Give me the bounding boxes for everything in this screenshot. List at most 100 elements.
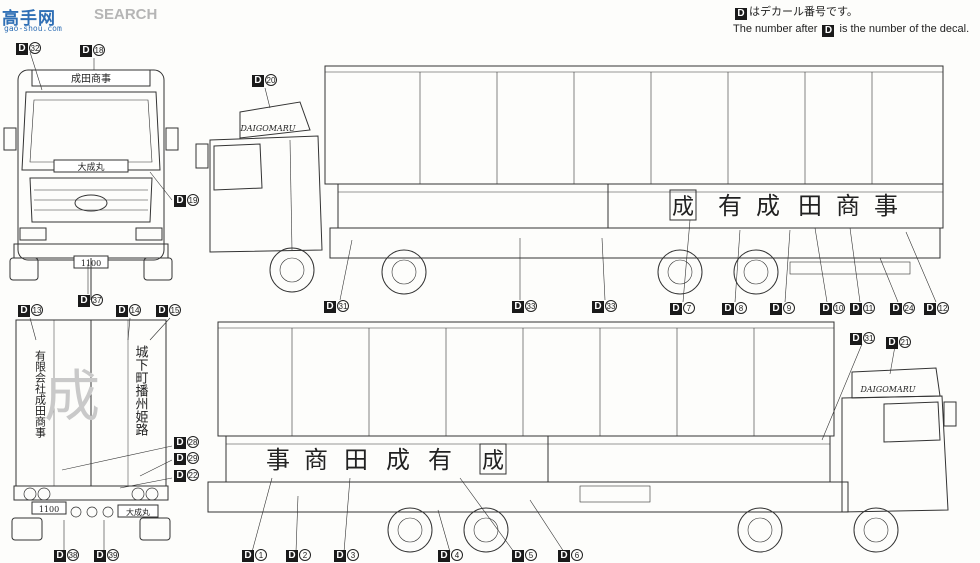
- rear-license-plate: [31, 501, 67, 515]
- bottom-wheel-1: [387, 507, 433, 553]
- legend-jp-text: はデカール番号です。: [749, 6, 858, 18]
- top-side-logo: 成: [672, 195, 694, 220]
- rear-view: 成 有限会社成田商事 城下町播州姫路 1100 大成丸: [11, 319, 171, 541]
- rear-tire-right: [139, 517, 171, 541]
- rear-bumper: [13, 485, 169, 501]
- front-grille: [29, 177, 153, 223]
- top-box-upper-panel: [324, 65, 944, 185]
- watermark-search: SEARCH: [94, 6, 158, 23]
- front-mirror-right: [165, 127, 179, 151]
- top-cab-roof-deflector: [239, 101, 311, 139]
- top-cab-mirror: [195, 143, 209, 169]
- bottom-cab-body: [841, 395, 949, 513]
- front-tire-right: [143, 257, 173, 281]
- front-header-sign: 成田商事: [71, 72, 111, 85]
- front-header-sign-plate: [31, 69, 151, 87]
- rear-big-kanji: 成: [44, 365, 100, 430]
- top-brand-mark: DAIGOMARU: [239, 124, 295, 133]
- front-mirror-left: [3, 127, 17, 151]
- d-badge-icon: D: [822, 25, 835, 37]
- watermark-domain: gao-shou.com: [4, 24, 62, 33]
- legend-line-en: The number after D is the number of the …: [733, 21, 969, 38]
- front-view: 成田商事 大成丸 1100: [3, 69, 179, 300]
- bottom-side-logo: 成: [482, 449, 504, 474]
- rear-license-number: 1100: [39, 505, 59, 514]
- front-windshield-inner: [29, 99, 153, 163]
- top-side-char-5: 事: [874, 192, 898, 220]
- front-windshield: [21, 91, 161, 171]
- bottom-box-upper-panel: [217, 321, 835, 437]
- bottom-cab-window: [883, 401, 941, 443]
- top-wheel-4: [733, 249, 779, 295]
- bottom-chassis: [207, 481, 849, 513]
- front-windshield-sign: 大成丸: [77, 161, 104, 173]
- front-tire-left: [9, 257, 39, 281]
- top-wheel-2: [381, 249, 427, 295]
- top-wheel-front: [269, 247, 315, 293]
- bottom-wheel-3: [737, 507, 783, 553]
- d-badge-icon: D: [735, 8, 747, 20]
- bottom-wheel-2: [463, 507, 509, 553]
- front-headlight-left: [19, 227, 47, 241]
- bottom-side-char-3: 田: [344, 446, 368, 474]
- rear-sign: 大成丸: [126, 507, 150, 517]
- rear-col-right: 城下町播州姫路: [133, 345, 149, 436]
- bottom-brand-mark: DAIGOMARU: [859, 385, 915, 394]
- top-cab-body: [209, 135, 323, 253]
- watermark-logo: 高手网: [2, 9, 56, 29]
- top-side-char-4: 商: [836, 192, 860, 220]
- leader-lines: [29, 51, 937, 553]
- rear-tire-left: [11, 517, 43, 541]
- front-windshield-sign-plate: [53, 159, 129, 173]
- front-headlight-right: [135, 227, 163, 241]
- bottom-wheel-front: [853, 507, 899, 553]
- legend-en-suffix: is the number of the decal.: [839, 23, 970, 35]
- top-side-char-2: 成: [756, 192, 780, 220]
- bottom-side-char-4: 成: [386, 446, 410, 474]
- legend-en-prefix: The number after: [733, 23, 818, 35]
- bottom-side-char-2: 商: [304, 446, 328, 474]
- top-side-char-3: 田: [798, 192, 822, 220]
- top-side-logo-box: [669, 189, 697, 221]
- top-side-char-1: 有: [718, 192, 742, 220]
- bottom-cab-mirror: [943, 401, 957, 427]
- side-view-top: 成 有 成 田 商 事 DAIGOMARU: [195, 65, 944, 295]
- bottom-side-logo-box: [479, 443, 507, 475]
- top-wheel-3: [657, 249, 703, 295]
- side-view-bottom: 事 商 田 成 有 成 DAIGOMARU: [207, 321, 957, 553]
- front-emblem: [74, 194, 108, 212]
- watermark: 高手网 gao-shou.com SEARCH: [2, 2, 162, 36]
- rear-sign-plate: [117, 504, 159, 518]
- bottom-side-char-1: 事: [266, 446, 290, 474]
